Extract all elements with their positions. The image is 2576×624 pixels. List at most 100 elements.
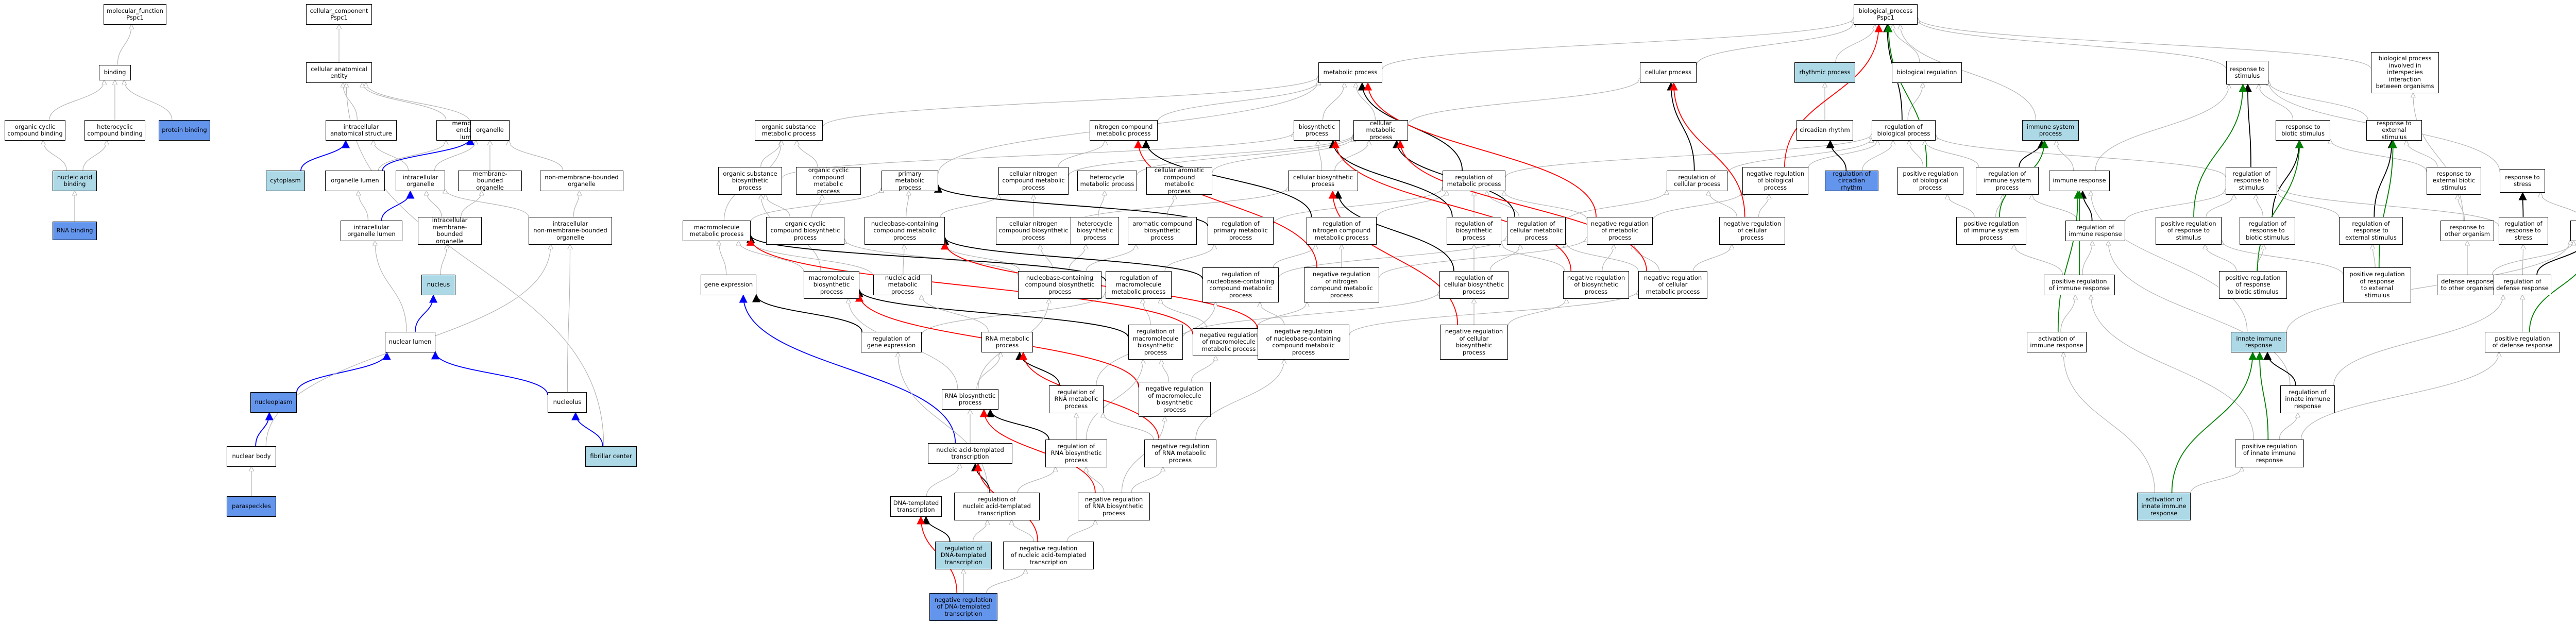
go-term-biosyn[interactable]: biosynthetic process — [1294, 120, 1340, 141]
go-term-cc[interactable]: cellular_component Pspc1 — [306, 4, 372, 25]
go-term-regrtes[interactable]: regulation of response to external stimu… — [2339, 217, 2403, 245]
go-term-macromp[interactable]: macromolecule metabolic process — [683, 221, 751, 241]
go-term-posregimmresp[interactable]: positive regulation of immune response — [2044, 275, 2115, 295]
go-term-nbcmp[interactable]: nucleobase-containing compound metabolic… — [865, 217, 945, 245]
go-term-isp[interactable]: immune system process — [2022, 120, 2079, 141]
go-term-cae[interactable]: cellular anatomical entity — [306, 62, 372, 83]
go-term-regnbcmp[interactable]: regulation of nucleobase-containing comp… — [1202, 267, 1279, 302]
go-term-hcbp[interactable]: heterocycle biosynthetic process — [1071, 217, 1119, 245]
go-term-regcmp[interactable]: regulation of cellular metabolic process — [1507, 217, 1566, 245]
go-term-negregmacromp[interactable]: negative regulation of macromolecule met… — [1193, 328, 1265, 356]
go-term-posreginnate[interactable]: positive regulation of innate immune res… — [2235, 440, 2304, 467]
go-term-nucleolus[interactable]: nucleolus — [548, 392, 587, 413]
go-term-occmp[interactable]: organic cyclic compound metabolic proces… — [796, 166, 861, 195]
go-term-regcirc[interactable]: regulation of circadian rhythm — [1825, 170, 1878, 191]
go-term-regmacromp[interactable]: regulation of macromolecule metabolic pr… — [1106, 271, 1172, 299]
go-term-paraspeckles[interactable]: paraspeckles — [227, 496, 276, 517]
go-term-rtes[interactable]: response to external stimulus — [2366, 120, 2422, 141]
go-term-regisp[interactable]: regulation of immune system process — [1976, 167, 2039, 195]
go-term-macrobiosyn[interactable]: macromolecule biosynthetic process — [804, 271, 859, 299]
go-term-rtoo[interactable]: response to other organism — [2441, 221, 2494, 241]
go-term-acbp[interactable]: aromatic compound biosynthetic process — [1128, 217, 1197, 245]
go-term-natt[interactable]: nucleic acid-templated transcription — [928, 443, 1012, 464]
go-term-cncbp[interactable]: cellular nitrogen compound biosynthetic … — [996, 217, 1071, 245]
go-term-posregdef[interactable]: positive regulation of defense response — [2485, 332, 2560, 352]
go-term-regmacrobiosyn[interactable]: regulation of macromolecule biosynthetic… — [1128, 325, 1183, 360]
go-term-negregrnamp[interactable]: negative regulation of RNA metabolic pro… — [1144, 440, 1216, 467]
go-term-rts[interactable]: response to stimulus — [2226, 61, 2268, 85]
go-term-regimmresp[interactable]: regulation of immune response — [2065, 221, 2125, 241]
go-term-negregbiosyn[interactable]: negative regulation of biosynthetic proc… — [1563, 271, 1629, 299]
go-term-icmbo[interactable]: intracellular membrane-bounded organelle — [418, 216, 482, 245]
go-term-hcmp[interactable]: heterocycle metabolic process — [1077, 171, 1137, 191]
go-term-icorg[interactable]: intracellular organelle — [396, 171, 445, 191]
go-term-regrtstress[interactable]: regulation of response to stress — [2499, 217, 2548, 245]
go-term-orgcyc[interactable]: organic cyclic compound binding — [5, 120, 65, 141]
go-term-negregnbcmp[interactable]: negative regulation of nucleobase-contai… — [1258, 325, 1349, 360]
go-term-mbo[interactable]: membrane-bounded organelle — [458, 170, 522, 191]
go-term-posregrtbs[interactable]: positive regulation of response to bioti… — [2219, 271, 2287, 299]
go-term-regcp[interactable]: regulation of cellular process — [1667, 171, 1727, 191]
go-term-cellbiosyn[interactable]: cellular biosynthetic process — [1288, 171, 1358, 191]
go-term-osmp[interactable]: organic substance metabolic process — [755, 120, 823, 141]
go-term-bp[interactable]: biological_process Pspc1 — [1854, 4, 1918, 25]
go-term-circ[interactable]: circadian rhythm — [1797, 120, 1853, 141]
go-term-regrnamp[interactable]: regulation of RNA metabolic process — [1049, 385, 1104, 413]
go-term-regrts[interactable]: regulation of response to stimulus — [2226, 167, 2277, 195]
go-term-nucleus[interactable]: nucleus — [421, 275, 455, 295]
go-term-negregcellbiosyn[interactable]: negative regulation of cellular biosynth… — [1440, 325, 1508, 360]
go-term-bioreg[interactable]: biological regulation — [1892, 62, 1962, 83]
go-term-negregcmp[interactable]: negative regulation of cellular metaboli… — [1638, 271, 1707, 299]
go-term-cellproc[interactable]: cellular process — [1640, 62, 1697, 83]
go-term-negregmp[interactable]: negative regulation of metabolic process — [1587, 217, 1653, 245]
go-term-nab[interactable]: nucleic acid binding — [53, 171, 97, 191]
go-term-rtstress[interactable]: response to stress — [2500, 169, 2545, 193]
go-term-regdefresp[interactable]: regulation of defense response — [2494, 275, 2551, 295]
go-term-occbp[interactable]: organic cyclic compound biosynthetic pro… — [766, 217, 844, 245]
go-term-reginnate[interactable]: regulation of innate immune response — [2280, 385, 2335, 413]
go-term-mf[interactable]: molecular_function Pspc1 — [104, 4, 166, 25]
go-term-posregbp[interactable]: positive regulation of biological proces… — [1897, 167, 1963, 195]
go-term-regncmp[interactable]: regulation of nitrogen compound metaboli… — [1307, 217, 1377, 245]
go-term-defoo[interactable]: defense response to other organism — [2437, 275, 2498, 295]
go-term-cncmp[interactable]: cellular nitrogen compound metabolic pro… — [998, 167, 1069, 195]
go-term-protbind[interactable]: protein binding — [159, 120, 210, 141]
go-term-posregrts[interactable]: positive regulation of response to stimu… — [2156, 217, 2222, 245]
go-term-nucbody[interactable]: nuclear body — [227, 446, 276, 467]
go-term-ics[interactable]: intracellular anatomical structure — [326, 120, 397, 141]
go-term-orglumen[interactable]: organelle lumen — [325, 171, 385, 191]
go-term-interspecies[interactable]: biological process involved in interspec… — [2371, 52, 2439, 93]
go-term-geneexp[interactable]: gene expression — [701, 275, 756, 295]
go-term-rnamp[interactable]: RNA metabolic process — [981, 332, 1033, 352]
go-term-nmbo[interactable]: non-membrane-bounded organelle — [540, 171, 623, 191]
go-term-regpmp[interactable]: regulation of primary metabolic process — [1208, 217, 1274, 245]
go-term-negregmacrobiosyn[interactable]: negative regulation of macromolecule bio… — [1139, 382, 1211, 417]
go-term-rtbs[interactable]: response to biotic stimulus — [2276, 120, 2330, 141]
go-term-metproc[interactable]: metabolic process — [1318, 62, 1382, 83]
go-term-activinnate[interactable]: activation of innate immune response — [2137, 493, 2191, 520]
go-term-dtt[interactable]: DNA-templated transcription — [890, 496, 942, 517]
go-term-regbiosyn[interactable]: regulation of biosynthetic process — [1447, 217, 1501, 245]
go-term-hetcyc[interactable]: heterocyclic compound binding — [84, 120, 145, 141]
go-term-regdtt[interactable]: regulation of DNA-templated transcriptio… — [935, 542, 992, 569]
go-term-rtebs[interactable]: response to external biotic stimulus — [2427, 167, 2481, 195]
go-term-icnmbo[interactable]: intracellular non-membrane-bounded organ… — [529, 217, 612, 245]
go-term-namp[interactable]: nucleic acid metabolic process — [873, 274, 932, 295]
go-term-organelle[interactable]: organelle — [470, 120, 510, 141]
go-term-regge[interactable]: regulation of gene expression — [861, 332, 922, 352]
go-term-negregbp[interactable]: negative regulation of biological proces… — [1742, 167, 1808, 195]
go-term-defresp[interactable]: defense response — [2570, 221, 2576, 241]
go-term-posregrtes[interactable]: positive regulation of response to exter… — [2343, 267, 2411, 302]
go-term-cytoplasm[interactable]: cytoplasm — [266, 171, 305, 191]
go-term-regrtbs[interactable]: regulation of response to biotic stimulu… — [2240, 217, 2295, 245]
go-term-rhythm[interactable]: rhythmic process — [1794, 62, 1855, 83]
go-term-posregisp[interactable]: positive regulation of immune system pro… — [1956, 217, 2026, 245]
go-term-nbcbp[interactable]: nucleobase-containing compound biosynthe… — [1018, 271, 1101, 299]
go-term-negregdtt[interactable]: negative regulation of DNA-templated tra… — [929, 593, 997, 621]
go-term-cellmet[interactable]: cellular metabolic process — [1353, 120, 1408, 141]
go-term-negregnatt[interactable]: negative regulation of nucleic acid-temp… — [1003, 542, 1094, 569]
go-term-ncmp[interactable]: nitrogen compound metabolic process — [1090, 120, 1158, 141]
go-term-innate[interactable]: innate immune response — [2231, 332, 2286, 352]
go-term-pmp[interactable]: primary metabolic process — [882, 170, 938, 191]
go-term-nuclumen[interactable]: nuclear lumen — [385, 332, 435, 352]
